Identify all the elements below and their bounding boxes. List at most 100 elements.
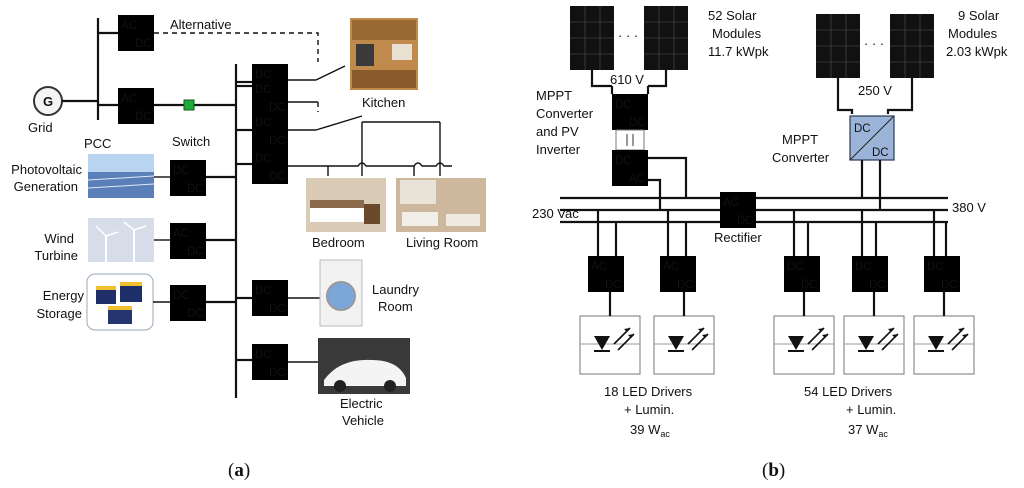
svg-text:DC: DC — [677, 279, 694, 291]
alternative-ac-dc-converter: AC DC — [118, 15, 154, 51]
svg-text:DC: DC — [927, 261, 944, 273]
svg-text:DC: DC — [269, 367, 286, 379]
svg-text:AC: AC — [121, 93, 137, 105]
svg-text:DC: DC — [854, 123, 871, 135]
svg-text:DC: DC — [941, 279, 958, 291]
svg-text:DC: DC — [255, 285, 272, 297]
left-array-label-2: Modules — [712, 26, 762, 41]
switch-label: Switch — [172, 134, 210, 149]
svg-text:DC: DC — [255, 349, 272, 361]
ev-label: Electric — [340, 396, 383, 411]
mppt-right-label-1: MPPT — [782, 132, 818, 147]
led-luminaire-2 — [653, 315, 715, 375]
svg-text:DC: DC — [869, 279, 886, 291]
led18-label-1: 18 LED Drivers — [604, 384, 693, 399]
bedroom-label: Bedroom — [312, 235, 365, 250]
pv-image — [87, 154, 155, 198]
panel-a-label: (a) — [228, 460, 250, 481]
mppt-dc-dc-converter-left: DC DC — [612, 94, 648, 130]
right-array-label-1: 9 Solar — [958, 8, 1000, 23]
grid-label: Grid — [28, 120, 53, 135]
svg-text:DC: DC — [737, 215, 754, 227]
led18-label-2: + Lumin. — [624, 402, 674, 417]
solar-array-left — [570, 6, 688, 70]
svg-text:DC: DC — [135, 111, 152, 123]
pv-label-2: Generation — [14, 179, 78, 194]
storage-label-2: Storage — [36, 306, 82, 321]
vac230-label: 230 Vac — [532, 206, 579, 221]
mppt-pv-label-3: and PV — [536, 124, 579, 139]
svg-text:DC: DC — [135, 38, 152, 50]
left-array-label-3: 11.7 kWpk — [708, 44, 769, 59]
pv-dc-dc-converter: DC DC — [170, 160, 206, 196]
svg-text:DC: DC — [787, 261, 804, 273]
pcc-label: PCC — [84, 136, 111, 151]
laundry-dc-dc-converter: DC DC — [252, 280, 288, 316]
svg-text:DC: DC — [855, 261, 872, 273]
svg-text:AC: AC — [663, 261, 679, 273]
panel-a: G Grid PCC AC DC Alternative AC DC Switc… — [11, 15, 486, 481]
rectifier-label: Rectifier — [714, 230, 762, 245]
svg-text:DC: DC — [269, 303, 286, 315]
svg-text:DC: DC — [187, 246, 204, 258]
living-room-image — [396, 178, 486, 232]
rectifier-converter: AC DC — [720, 192, 756, 228]
svg-text:DC: DC — [605, 279, 622, 291]
pv-inverter: DC AC — [612, 150, 648, 186]
mppt-right-label-2: Converter — [772, 150, 830, 165]
storage-label: Energy — [43, 288, 85, 303]
svg-text:DC: DC — [269, 135, 286, 147]
storage-dc-dc-converter: DC DC — [170, 285, 206, 321]
wind-turbine-image — [88, 218, 154, 262]
right-array-dots: · · · — [864, 36, 884, 51]
svg-text:AC: AC — [591, 261, 607, 273]
svg-text:AC: AC — [723, 197, 739, 209]
living-room-label: Living Room — [406, 235, 478, 250]
mppt-pv-label-2: Converter — [536, 106, 594, 121]
led-ac-dc-converter-2: AC DC — [660, 256, 696, 292]
left-array-label-1: 52 Solar — [708, 8, 757, 23]
svg-text:DC: DC — [629, 117, 646, 129]
v250-label: 250 V — [858, 83, 892, 98]
led-luminaire-1 — [579, 315, 641, 375]
led18-label-3: 39 Wac — [630, 422, 670, 439]
svg-text:DC: DC — [615, 99, 632, 111]
ev-dc-dc-converter: DC DC — [252, 344, 288, 380]
svg-text:DC: DC — [872, 147, 889, 159]
laundry-label: Laundry — [372, 282, 419, 297]
led-luminaire-4 — [843, 315, 905, 375]
svg-text:DC: DC — [187, 183, 204, 195]
svg-text:AC: AC — [173, 228, 189, 240]
wind-label-2: Turbine — [34, 248, 78, 263]
kitchen-label: Kitchen — [362, 95, 405, 110]
bedroom-dc-dc-converter: DC DC — [252, 112, 288, 148]
panel-b: · · · 52 Solar Modules 11.7 kWpk 610 V D… — [532, 6, 1008, 481]
wind-ac-dc-converter: AC DC — [170, 223, 206, 259]
led-luminaire-3 — [773, 315, 835, 375]
grid-ac-dc-converter: AC DC — [118, 88, 154, 124]
electric-vehicle-image — [318, 338, 410, 394]
led-dc-dc-converter-1: DC DC — [784, 256, 820, 292]
right-array-label-2: Modules — [948, 26, 998, 41]
washing-machine-image — [319, 259, 363, 327]
svg-text:AC: AC — [629, 173, 645, 185]
mppt-dc-dc-converter-right: DC DC — [849, 115, 895, 161]
svg-text:DC: DC — [255, 84, 272, 96]
svg-text:DC: DC — [801, 279, 818, 291]
switch-icon — [183, 99, 195, 111]
led-ac-dc-converter-1: AC DC — [588, 256, 624, 292]
svg-text:DC: DC — [255, 117, 272, 129]
led54-label-2: + Lumin. — [846, 402, 896, 417]
led-dc-dc-converter-3: DC DC — [924, 256, 960, 292]
led54-label-1: 54 LED Drivers — [804, 384, 893, 399]
led-luminaire-5 — [913, 315, 975, 375]
alternative-label: Alternative — [170, 17, 231, 32]
living-dc-dc-converter: DC DC — [252, 148, 288, 184]
wind-label: Wind — [44, 231, 74, 246]
laundry-label-2: Room — [378, 299, 413, 314]
mppt-pv-label-4: Inverter — [536, 142, 581, 157]
left-array-dots: · · · — [618, 28, 638, 43]
svg-text:DC: DC — [187, 308, 204, 320]
svg-text:DC: DC — [173, 290, 190, 302]
